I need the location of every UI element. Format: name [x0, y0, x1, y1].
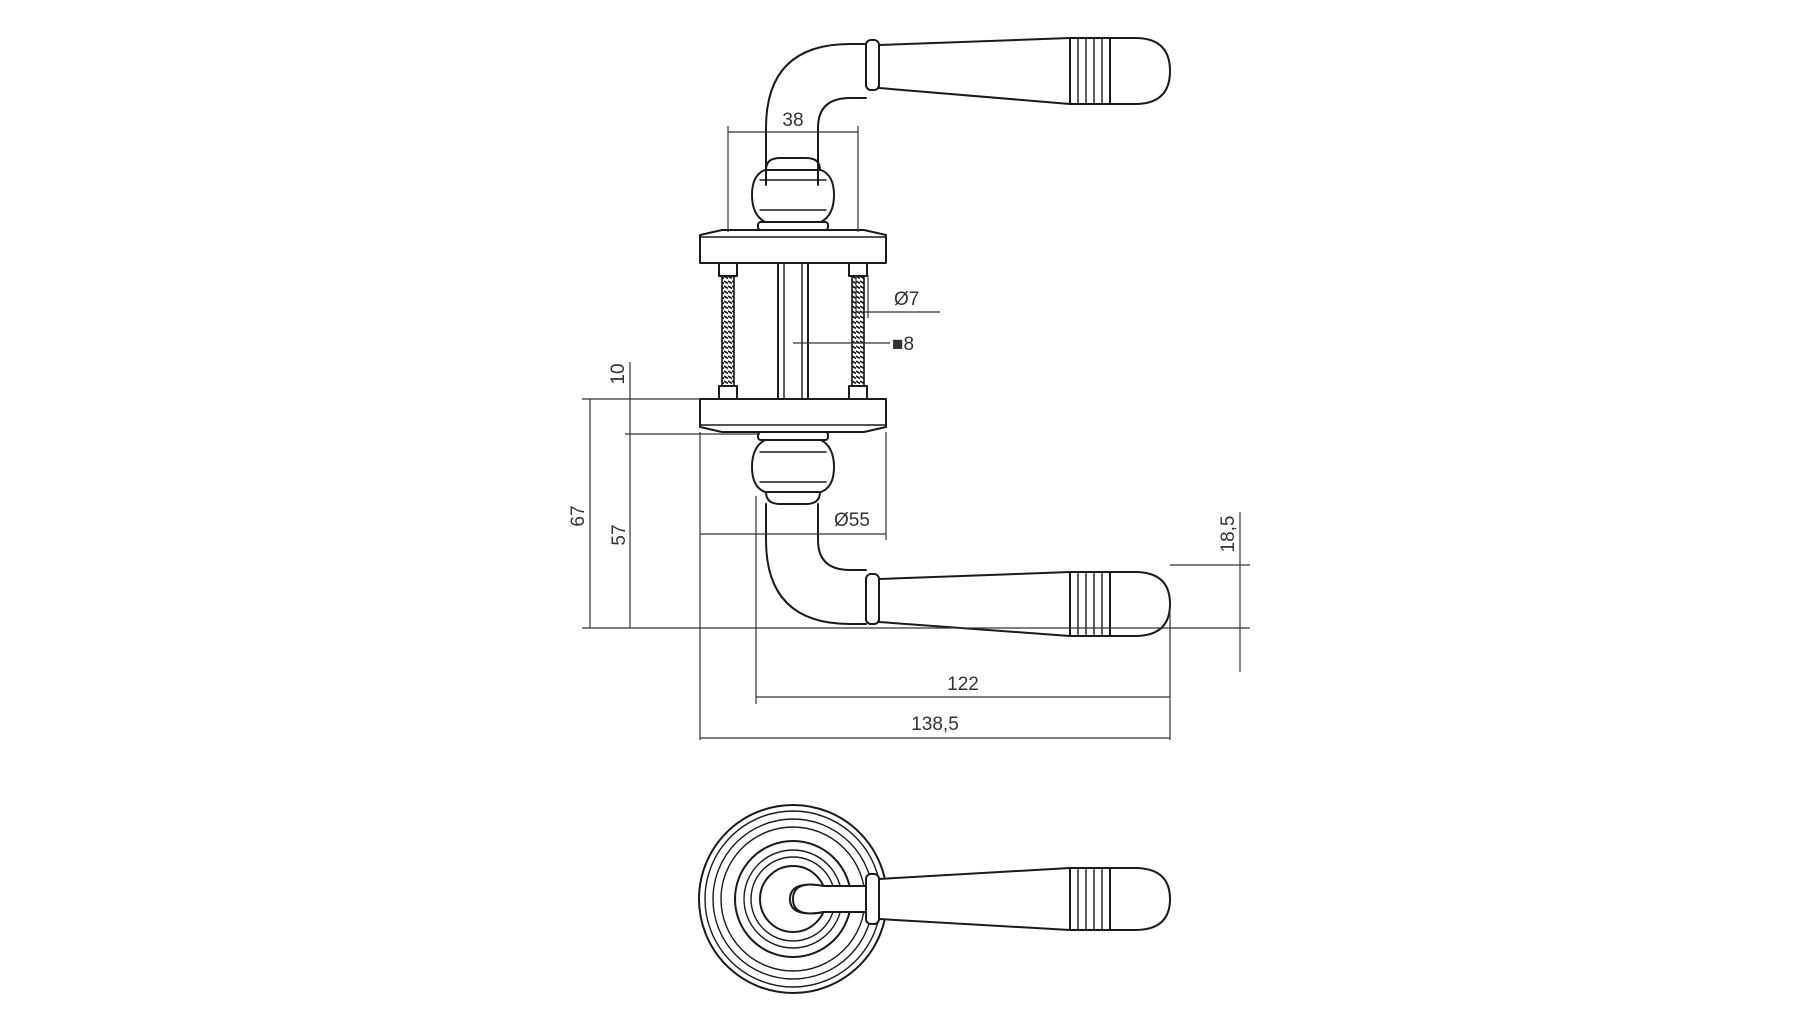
dim-rose-diameter-label: Ø55 — [834, 510, 870, 531]
dim-pin-diameter-label: Ø7 — [894, 289, 919, 310]
dim-67-label: 67 — [568, 505, 589, 526]
dim-57-label: 57 — [609, 524, 630, 545]
dim-38-label: 38 — [782, 110, 803, 131]
upper-collar — [751, 157, 835, 231]
lower-collar — [751, 431, 835, 505]
dim-138-5-label: 138,5 — [911, 714, 959, 735]
upper-rose — [699, 229, 887, 264]
dimension-lines — [582, 126, 1250, 740]
lower-rose — [699, 398, 887, 433]
upper-lever — [765, 37, 1171, 186]
dim-spindle-label: ■8 — [892, 334, 914, 355]
spindle-assembly — [718, 262, 868, 400]
front-view-lever — [789, 867, 1171, 931]
dimension-labels: 38 Ø7 ■8 10 67 57 Ø55 18,5 122 138,5 — [568, 110, 1239, 735]
lower-lever — [765, 503, 1171, 637]
dim-18-5-label: 18,5 — [1218, 516, 1239, 553]
dim-122-label: 122 — [947, 674, 979, 695]
dim-10-label: 10 — [608, 363, 629, 384]
